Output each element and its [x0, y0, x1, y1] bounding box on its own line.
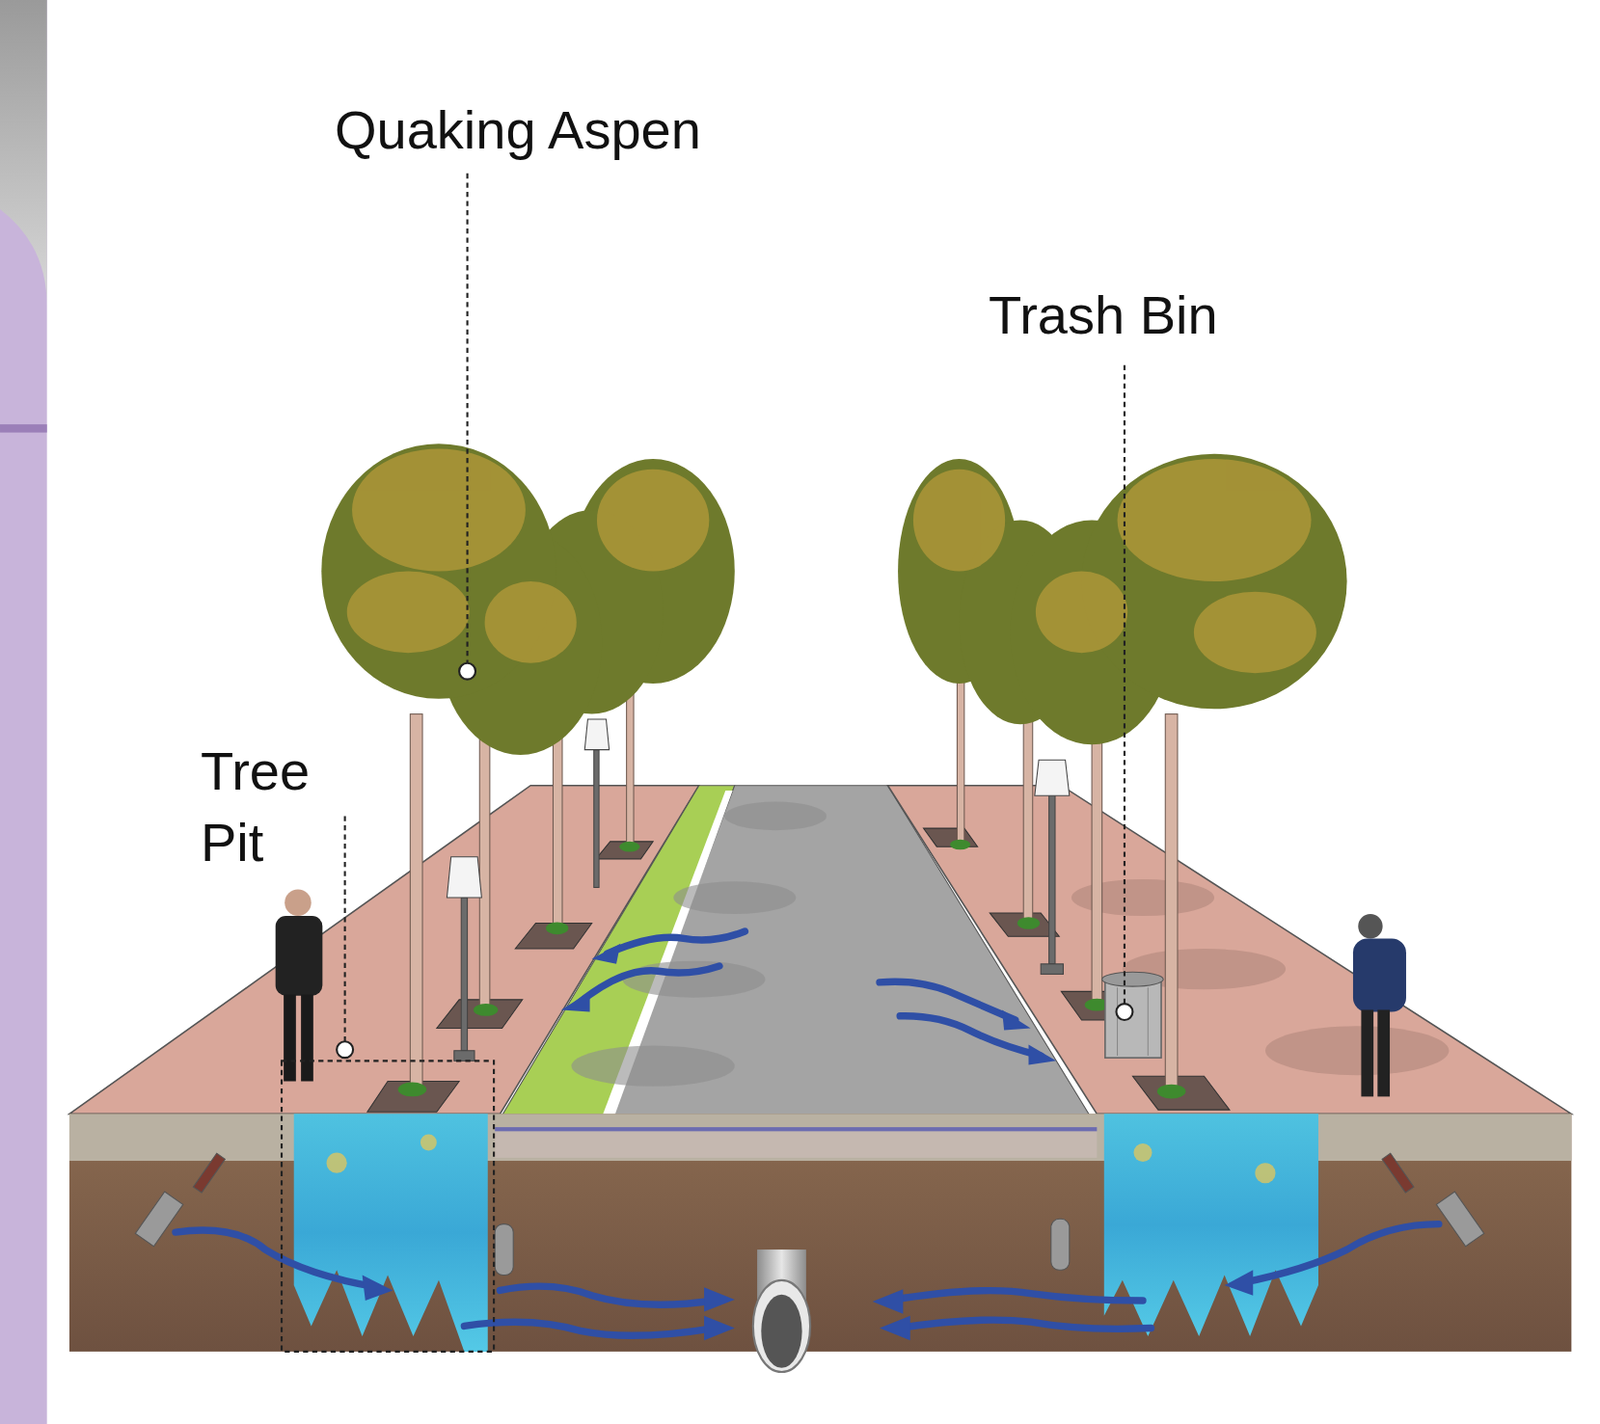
street-surface [69, 786, 1572, 1128]
callout-label: Trash Bin [988, 279, 1307, 352]
side-strip [0, 0, 48, 1424]
callout-label: Tree Pit [200, 735, 355, 879]
soil-section [69, 1113, 1572, 1373]
trash-bin [1102, 972, 1164, 1058]
arrowheads [362, 944, 1254, 1342]
street-lamps [446, 719, 1069, 1061]
leader-dots [336, 663, 1133, 1058]
leader-lines [281, 173, 1125, 1353]
callout-label: Quaking Aspen [334, 94, 837, 166]
pedestrians [275, 890, 1407, 1098]
trees [321, 443, 1347, 1099]
water-flow-arrows [175, 931, 1439, 1336]
